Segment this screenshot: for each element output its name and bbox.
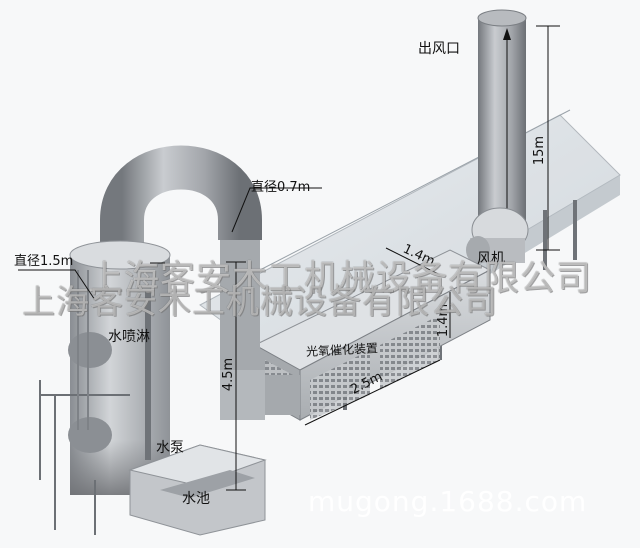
dimension-lines <box>18 25 560 491</box>
stack-height-dimension: 15m <box>532 135 548 166</box>
spray-label: 水喷淋 <box>108 329 150 345</box>
company-watermark-primary: 上海客安木工机械设备有限公司 <box>88 259 593 299</box>
u-duct <box>100 145 300 420</box>
diameter-large-label: 直径1.5m <box>14 254 74 269</box>
website-watermark: mugong.1688.com <box>308 485 588 518</box>
spray-tower <box>39 240 171 535</box>
outlet-label: 出风口 <box>418 41 460 57</box>
fan-label: 风机 <box>477 251 505 267</box>
tower-height-dimension: 4.5m <box>221 357 237 392</box>
company-watermark-secondary: 上海客安木工机械设备有限公司 <box>22 282 498 321</box>
water-pool <box>128 444 267 536</box>
pool-label: 水池 <box>182 491 210 507</box>
device-label: 光氧催化装置 <box>305 341 379 359</box>
fan-unit <box>466 207 529 264</box>
diameter-small-label: 直径0.7m <box>251 180 311 195</box>
pump-label: 水泵 <box>156 440 184 456</box>
exhaust-stack <box>477 9 527 236</box>
